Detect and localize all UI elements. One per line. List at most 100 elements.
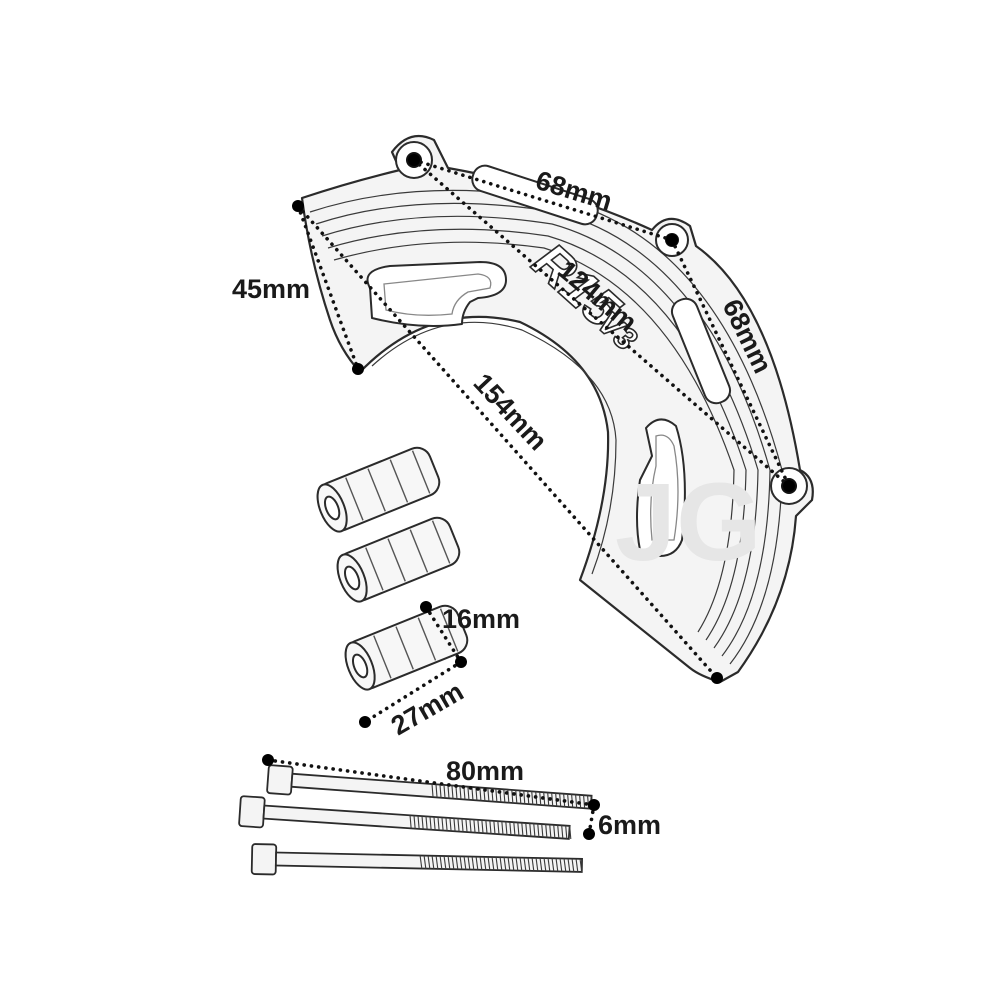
bolt-thread-mark bbox=[455, 785, 458, 799]
bolt-thread-mark bbox=[517, 822, 520, 836]
bolt-thread-mark bbox=[447, 785, 450, 799]
bolt-thread-mark bbox=[455, 856, 459, 870]
bolt-thread-mark bbox=[483, 856, 487, 870]
dimension-lines bbox=[262, 154, 795, 840]
bolt-thread-mark bbox=[435, 855, 439, 869]
bolt-thread-mark bbox=[515, 857, 519, 871]
bolt-thread-mark bbox=[557, 825, 560, 839]
bolt-thread-mark bbox=[431, 783, 434, 798]
bolt-thread-mark bbox=[435, 784, 438, 798]
bolt-thread-mark bbox=[519, 857, 523, 871]
bolt-thread-mark bbox=[453, 818, 456, 832]
bolt-thread-mark bbox=[443, 855, 447, 870]
dim-dot bbox=[711, 672, 723, 684]
bolt-thread-mark bbox=[561, 825, 564, 839]
bolt-thread-mark bbox=[537, 823, 540, 837]
bolt-thread-mark bbox=[491, 856, 495, 871]
bolt-thread-mark bbox=[449, 817, 452, 832]
bolt-thread-mark bbox=[541, 823, 544, 838]
bolt-thread-mark bbox=[423, 855, 427, 869]
label-bolt-diameter: 6mm bbox=[598, 810, 661, 840]
bolt-thread-mark bbox=[441, 817, 444, 831]
spacer-1 bbox=[316, 446, 441, 533]
bolt-thread-mark bbox=[503, 857, 507, 871]
bolt-thread-mark bbox=[495, 857, 499, 871]
bolt-thread-mark bbox=[485, 820, 488, 834]
label-spacer-length: 27mm bbox=[386, 676, 469, 741]
bolt-thread-mark bbox=[477, 819, 480, 833]
bolt-thread-mark bbox=[439, 784, 442, 798]
bolt-thread-mark bbox=[565, 825, 568, 839]
label-bolt-length: 80mm bbox=[446, 756, 524, 786]
bolt-thread-mark bbox=[503, 789, 506, 803]
bolt-3 bbox=[250, 843, 583, 876]
bolt-thread-mark bbox=[473, 819, 476, 833]
dim-line-side-68 bbox=[670, 238, 791, 488]
dim-dot bbox=[666, 234, 678, 246]
bolt-thread-mark bbox=[505, 821, 508, 835]
bolt-thread-mark bbox=[545, 824, 548, 838]
dim-dot bbox=[262, 754, 274, 766]
bolt-thread-mark bbox=[523, 857, 527, 871]
bolt-thread-mark bbox=[535, 857, 539, 872]
bolt-thread-mark bbox=[443, 784, 446, 799]
bolt-2 bbox=[238, 795, 572, 840]
bolt-thread-mark bbox=[489, 820, 492, 834]
bolt-thread-mark bbox=[575, 794, 578, 808]
dim-dot bbox=[783, 480, 795, 492]
bolt-thread-mark bbox=[451, 785, 454, 799]
sprocket-cover: JG R15 V3 bbox=[300, 134, 814, 684]
bolt-thread-mark bbox=[499, 857, 503, 871]
bolt-thread-mark bbox=[569, 825, 572, 840]
bolt-thread-mark bbox=[467, 856, 471, 870]
bolt-thread-mark bbox=[521, 822, 524, 836]
bolt-thread-mark bbox=[501, 821, 504, 835]
bolt-thread-mark bbox=[571, 858, 575, 872]
bolt-thread-mark bbox=[533, 823, 536, 837]
bolt-thread-mark bbox=[507, 857, 511, 871]
dim-dot bbox=[292, 200, 304, 212]
dim-dot bbox=[583, 828, 595, 840]
bolt-thread-mark bbox=[539, 857, 543, 872]
bolt-thread-mark bbox=[567, 858, 571, 872]
dim-line-27 bbox=[363, 660, 463, 724]
bolt-thread-mark bbox=[475, 856, 479, 870]
bolt-thread-mark bbox=[531, 857, 535, 871]
bolt-thread-mark bbox=[567, 793, 570, 808]
bolt-thread-mark bbox=[429, 816, 432, 830]
bolt-thread-mark bbox=[437, 817, 440, 831]
bolt-thread-mark bbox=[559, 858, 563, 872]
dim-dot bbox=[352, 363, 364, 375]
bolt-thread-mark bbox=[479, 787, 482, 801]
bolt-thread-mark bbox=[487, 856, 491, 871]
dim-dot bbox=[588, 799, 600, 811]
bolt-thread-mark bbox=[487, 788, 490, 802]
bolt-thread-mark bbox=[579, 858, 583, 872]
bolt-thread-mark bbox=[495, 788, 498, 802]
bolt-thread-mark bbox=[519, 790, 522, 804]
bolt-thread-mark bbox=[417, 815, 420, 829]
bolt-thread-mark bbox=[531, 791, 534, 805]
bolt-thread-mark bbox=[559, 793, 562, 807]
bolt-thread-mark bbox=[575, 858, 579, 872]
dim-dot bbox=[408, 154, 420, 166]
bolt-thread-mark bbox=[465, 818, 468, 833]
label-cover-length: 154mm bbox=[468, 368, 553, 457]
dim-line-6 bbox=[587, 803, 596, 836]
bolt-thread-mark bbox=[527, 857, 531, 871]
bolt-thread-mark bbox=[493, 820, 496, 834]
bolt-thread-mark bbox=[419, 855, 423, 869]
bolt-thread-mark bbox=[553, 824, 556, 838]
bolt-thread-mark bbox=[425, 816, 428, 830]
bolt-thread-mark bbox=[551, 792, 554, 806]
bolt-thread-mark bbox=[427, 855, 431, 869]
bolt-thread-mark bbox=[471, 856, 475, 870]
dim-dot bbox=[359, 716, 371, 728]
dim-line-45 bbox=[296, 204, 360, 371]
bolt-thread-mark bbox=[457, 818, 460, 832]
bolt-thread-mark bbox=[515, 790, 518, 804]
bolt-thread-mark bbox=[583, 795, 586, 809]
bolt-thread-mark bbox=[451, 856, 455, 870]
bolt-thread-mark bbox=[497, 821, 500, 835]
